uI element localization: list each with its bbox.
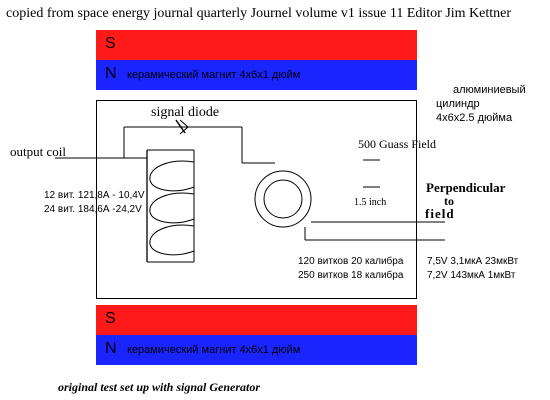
bottom-magnet-n-label: N [105, 340, 117, 357]
perpendicular-label-line-1: Perpendicular [426, 180, 506, 195]
coil-values-line-2: 24 вит. 184,6А -24,2V [44, 204, 142, 215]
bottom-magnet-south-pole [96, 305, 417, 335]
cylinder-label-line-2: цилиндр [436, 98, 480, 110]
top-magnet-caption: керамический магнит 4х6х1 дюйм [127, 69, 301, 81]
top-magnet: S N керамический магнит 4х6х1 дюйм [96, 30, 417, 90]
bottom-magnet-caption: керамический магнит 4х6х1 дюйм [127, 344, 301, 356]
bottom-magnet-s-label: S [105, 310, 116, 327]
top-magnet-south-pole [96, 30, 417, 60]
footer-caption: original test set up with signal Generat… [58, 380, 261, 394]
coil-winding-1 [149, 160, 195, 192]
output-coil-label: output coil [10, 144, 66, 159]
aluminium-cylinder-box [96, 100, 417, 299]
coil-winding-3 [149, 224, 195, 256]
top-magnet-north-pole [96, 60, 417, 90]
ring-coil-outer [254, 170, 312, 228]
signal-diode-triangle [179, 119, 189, 135]
signal-diode-label: signal diode [151, 105, 220, 120]
perpendicular-label-line-2: to [444, 194, 454, 208]
coil-values-line-1: 12 вит. 121,8А - 10,4V [44, 190, 145, 201]
top-magnet-n-label: N [105, 65, 117, 82]
dimension-label: 1.5 inch [354, 197, 387, 208]
field-strength-label: 500 Guass Field [358, 137, 436, 151]
top-magnet-s-label: S [105, 35, 116, 52]
bottom-magnet: S N керамический магнит 4х6х1 дюйм [96, 305, 417, 365]
cylinder-label-line-1: алюминиевый [453, 84, 526, 96]
turns-line-2: 250 витков 18 калибра [298, 270, 404, 281]
measurement-line-2: 7,2V 143мкА 1мкВт [427, 270, 516, 281]
bottom-magnet-north-pole [96, 335, 417, 365]
header-text: copied from space energy journal quarter… [6, 6, 512, 21]
perpendicular-label-line-3: field [425, 206, 455, 221]
turns-line-1: 120 витков 20 калибра [298, 256, 404, 267]
cylinder-label-line-3: 4х6х2.5 дюйма [436, 112, 513, 124]
ring-coil-inner [263, 179, 303, 219]
measurement-line-1: 7,5V 3,1мкА 23мкВт [427, 256, 519, 267]
coil-winding-2 [149, 192, 195, 224]
